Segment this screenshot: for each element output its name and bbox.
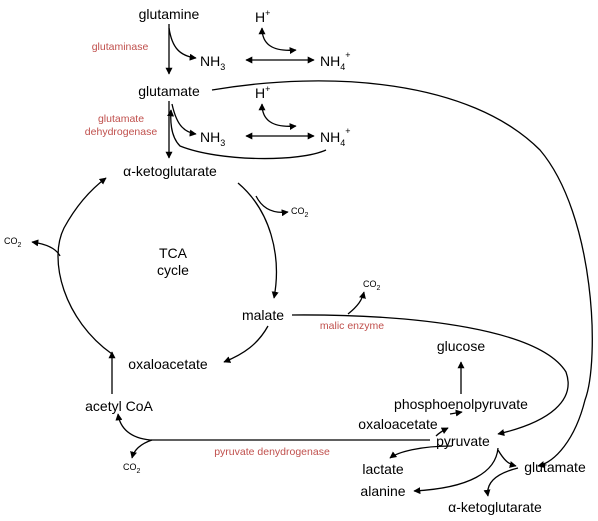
- arrow-pyruvate-to-glutamate: [497, 449, 517, 468]
- arrow-pyruvate-to-oxaloacetate: [435, 427, 449, 437]
- glutamine-label: glutamine: [139, 6, 200, 22]
- arrow-pyruvate-to-alanine: [413, 447, 499, 495]
- alanine-label: alanine: [360, 483, 405, 499]
- oxaloacetate-label-tca: oxaloacetate: [128, 356, 208, 372]
- arrow-malic-enzyme-co2: [347, 291, 366, 315]
- enzyme-labels: glutaminase glutamate dehydrogenase mali…: [85, 41, 384, 458]
- nh4-label-mid: NH4+: [320, 126, 351, 148]
- tca-cycle-label-line2: cycle: [157, 262, 189, 278]
- arrow-glutaminase-to-nh3: [168, 27, 197, 61]
- arrow-tca-co2-left: [31, 239, 61, 257]
- arrow-aketoglutarate-to-malate: [237, 182, 279, 299]
- arrow-h-plus-mid: [258, 103, 297, 131]
- phosphoenolpyruvate-label: phosphoenolpyruvate: [394, 396, 528, 412]
- co2-label-tca-left: CO2: [4, 236, 22, 249]
- pyruvate-dehydrogenase-label: pyruvate denydrogenase: [214, 446, 330, 458]
- arrow-oxaloacetate-to-pep: [449, 409, 463, 417]
- arrow-malate-to-oxaloacetate: [223, 325, 269, 363]
- arrow-pyruvate-to-acetylcoa: [115, 413, 430, 441]
- nh3-label-mid: NH3: [200, 129, 225, 148]
- glutamate-label-top: glutamate: [138, 83, 200, 99]
- lactate-label: lactate: [362, 461, 403, 477]
- malic-enzyme-label: malic enzyme: [320, 320, 384, 332]
- co2-label-tca-right: CO2: [291, 206, 309, 219]
- glutamate-label-bottom: glutamate: [524, 459, 586, 475]
- arrow-h-plus-top: [258, 27, 297, 55]
- alpha-ketoglutarate-label-bottom: α-ketoglutarate: [448, 499, 542, 515]
- glutamate-dehydrogenase-label-line1: glutamate: [98, 113, 144, 125]
- co2-label-pdh: CO2: [123, 462, 141, 475]
- co2-label-malic: CO2: [363, 279, 381, 292]
- nh4-label-top: NH4+: [320, 50, 351, 72]
- h-plus-label-mid: H+: [255, 84, 270, 101]
- arrow-malate-to-pyruvate: [291, 314, 569, 436]
- tca-cycle-label-line1: TCA: [159, 245, 188, 261]
- arrow-glutamate-to-aketoglutarate-bottom: [483, 467, 519, 497]
- alpha-ketoglutarate-label-top: α-ketoglutarate: [123, 163, 217, 179]
- glutaminase-label: glutaminase: [92, 41, 149, 53]
- metabolite-labels: glutamine NH3 NH4+ H+ glutamate NH3 NH4+…: [4, 6, 586, 515]
- nh3-label-top: NH3: [200, 53, 225, 72]
- arrow-nh4-back-to-glutamate: [167, 109, 327, 160]
- arrow-pdh-co2: [130, 439, 153, 459]
- arrow-oxaloacetate-to-aketoglutarate: [57, 177, 113, 355]
- arrow-aketoglutarate-co2: [255, 195, 289, 217]
- glucose-label: glucose: [437, 338, 485, 354]
- malate-label: malate: [242, 307, 284, 323]
- pathway-arrows: [31, 24, 593, 497]
- arrow-gdh-to-nh3: [171, 103, 197, 137]
- acetyl-coa-label: acetyl CoA: [85, 398, 153, 414]
- oxaloacetate-label-gng: oxaloacetate: [358, 416, 438, 432]
- h-plus-label-top: H+: [255, 8, 270, 25]
- glutamate-dehydrogenase-label-line2: dehydrogenase: [85, 126, 158, 138]
- arrow-pyruvate-to-lactate: [389, 445, 453, 459]
- arrow-glutamate-export: [211, 80, 593, 468]
- pyruvate-label: pyruvate: [436, 433, 490, 449]
